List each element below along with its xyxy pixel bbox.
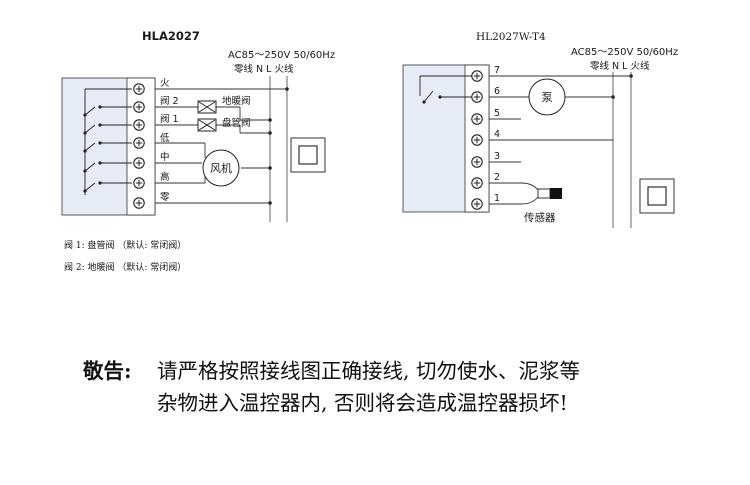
left-supply-sub: 零线 N L 火线 — [234, 63, 294, 75]
left-term-label-high: 高 — [160, 171, 170, 183]
right-term-label-4: 4 — [494, 129, 500, 140]
right-supply-label: AC85～250V 50/60Hz — [571, 47, 678, 58]
left-internal-switches — [84, 88, 132, 195]
left-term-label-valve2: 阀 2 — [160, 95, 179, 107]
fan-motor-label: 风机 — [210, 161, 232, 175]
left-term-label-valve1: 阀 1 — [160, 113, 179, 125]
valve-label-floor: 地暖阀 — [222, 95, 251, 107]
right-term-label-3: 3 — [494, 151, 500, 162]
pump-icon — [528, 78, 566, 116]
fan-motor-icon — [202, 149, 240, 187]
left-wires — [155, 88, 287, 204]
left-model-title: HLA2027 — [142, 29, 200, 43]
right-term-label-1: 1 — [494, 193, 500, 204]
right-term-label-7: 7 — [494, 65, 500, 76]
warning-line-1: 请严格按照接线图正确接线, 切勿使水、泥浆等 — [157, 359, 581, 383]
right-supply-sub: 零线 N L 火线 — [590, 60, 650, 72]
right-term-label-5: 5 — [494, 108, 500, 119]
right-term-label-2: 2 — [494, 172, 500, 183]
right-term-label-6: 6 — [494, 86, 500, 97]
left-note-1: 阀 1: 盘管阀 （默认: 常闭阀） — [64, 239, 186, 251]
sensor-label: 传感器 — [524, 211, 556, 224]
right-wires — [489, 75, 631, 205]
sensor-probe-icon — [537, 188, 562, 199]
left-term-label-neutral: 零 — [160, 192, 170, 203]
warning-label: 敬告: — [83, 359, 132, 383]
left-term-label-low: 低 — [160, 132, 170, 144]
valve-icon — [197, 100, 217, 114]
left-term-label-mid: 中 — [160, 151, 170, 163]
pump-label: 泵 — [542, 91, 553, 104]
valve-label-coil: 盘管阀 — [222, 117, 251, 129]
valve-icon — [197, 118, 217, 132]
left-supply-label: AC85～250V 50/60Hz — [228, 50, 335, 61]
right-model-title: HL2027W-T4 — [476, 31, 546, 43]
warning-line-2: 杂物进入温控器内, 否则将会造成温控器损坏! — [157, 391, 568, 415]
right-internal-switch — [419, 75, 472, 103]
left-note-2: 阀 2: 地暖阀 （默认: 常闭阀） — [64, 261, 186, 273]
left-term-label-live: 火 — [160, 78, 170, 89]
